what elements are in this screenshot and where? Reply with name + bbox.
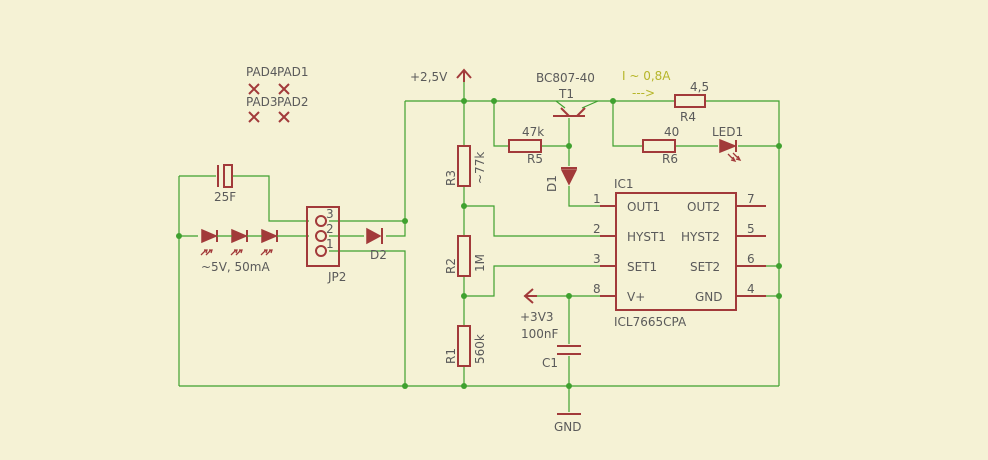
ic-pin-5-num: 5 — [747, 222, 755, 236]
ic-pin-hyst2: HYST2 — [681, 230, 720, 244]
ic-ref: IC1 — [614, 177, 634, 191]
resistor-r2-value: 1M — [473, 254, 487, 272]
pad-label-pad1: PAD1 — [277, 65, 309, 79]
current-arrow-note: ---> — [632, 86, 655, 100]
wires — [178, 78, 780, 412]
resistor-r4-ref: R4 — [680, 110, 696, 124]
pad-label-pad2: PAD2 — [277, 95, 309, 109]
current-note: I ~ 0,8A — [622, 69, 671, 83]
led-string-label: ~5V, 50mA — [201, 260, 270, 274]
ground-label: GND — [554, 420, 582, 434]
ic-pin-6-num: 6 — [747, 252, 755, 266]
led-string-led-2 — [230, 228, 248, 256]
supply-3v3-label: +3V3 — [520, 310, 554, 324]
diode-d1[interactable]: D1 — [545, 167, 578, 192]
led-led1-ref: LED1 — [712, 125, 743, 139]
resistor-r3-ref: R3 — [444, 170, 458, 186]
resistor-r6[interactable]: 40 R6 — [642, 125, 679, 166]
resistor-r5-value: 47k — [522, 125, 544, 139]
pad-label-pad4: PAD4 — [246, 65, 278, 79]
ic-pin-3-num: 3 — [593, 252, 601, 266]
connector-ref: JP2 — [327, 270, 346, 284]
diode-d1-ref: D1 — [545, 175, 559, 192]
resistor-r4[interactable]: 4,5 R4 — [674, 80, 709, 124]
pad4-marker[interactable] — [248, 83, 260, 95]
resistor-r6-value: 40 — [664, 125, 679, 139]
led-string-led-3 — [260, 228, 278, 256]
ic-part: ICL7665CPA — [614, 315, 687, 329]
supply-plus-2v5[interactable]: +2,5V — [410, 68, 472, 84]
resistor-r3[interactable]: R3 ~77k — [444, 145, 487, 187]
pad1-marker[interactable] — [278, 83, 290, 95]
junctions — [176, 98, 782, 389]
resistor-r5[interactable]: 47k R5 — [508, 125, 544, 166]
pad-label-pad3: PAD3 — [246, 95, 278, 109]
resistor-r1-ref: R1 — [444, 348, 458, 364]
capacitor-25f-value: 25F — [214, 190, 236, 204]
ic-pin-hyst1: HYST1 — [627, 230, 666, 244]
transistor-t1[interactable]: BC807-40 T1 — [536, 71, 595, 117]
ic-pin-4-num: 4 — [747, 282, 755, 296]
ic-pin-out1: OUT1 — [627, 200, 660, 214]
capacitor-c1-ref: C1 — [542, 356, 558, 370]
ic-pin-set1: SET1 — [627, 260, 657, 274]
capacitor-c1[interactable]: 100nF C1 — [521, 327, 581, 370]
resistor-r3-value: ~77k — [473, 152, 487, 184]
connector-pin-3: 3 — [326, 207, 334, 221]
transistor-t1-ref: T1 — [558, 87, 574, 101]
led-string-led-1 — [200, 228, 218, 256]
resistor-r1-value: 560k — [473, 334, 487, 364]
capacitor-25f[interactable]: 25F — [214, 164, 236, 204]
ic-pin-1-num: 1 — [593, 192, 601, 206]
ic-pin-set2: SET2 — [690, 260, 720, 274]
capacitor-c1-value: 100nF — [521, 327, 559, 341]
ic-pin-2-num: 2 — [593, 222, 601, 236]
resistor-r4-value: 4,5 — [690, 80, 709, 94]
transistor-t1-value: BC807-40 — [536, 71, 595, 85]
resistor-r6-ref: R6 — [662, 152, 678, 166]
pad2-marker[interactable] — [278, 111, 290, 123]
led-string[interactable]: ~5V, 50mA — [200, 228, 282, 274]
connector-pin-1: 1 — [326, 237, 334, 251]
resistor-r1[interactable]: R1 560k — [444, 325, 487, 367]
ic-pin-vplus: V+ — [627, 290, 645, 304]
ic-pin-8-num: 8 — [593, 282, 601, 296]
connector-pin-2: 2 — [326, 222, 334, 236]
resistor-r2-ref: R2 — [444, 258, 458, 274]
ground-symbol[interactable]: GND — [554, 413, 582, 434]
resistor-r5-ref: R5 — [527, 152, 543, 166]
supply-3v3[interactable]: +3V3 — [520, 288, 554, 324]
pads: PAD4 PAD1 PAD3 PAD2 — [246, 65, 309, 123]
connector-jp2[interactable]: 3 2 1 JP2 — [306, 206, 346, 284]
resistor-r2[interactable]: R2 1M — [444, 235, 487, 277]
supply-plus-2v5-label: +2,5V — [410, 70, 448, 84]
led-led1[interactable]: LED1 — [712, 125, 743, 162]
ic-pin-7-num: 7 — [747, 192, 755, 206]
pad3-marker[interactable] — [248, 111, 260, 123]
ic-pin-out2: OUT2 — [687, 200, 720, 214]
ic-icl7665[interactable]: IC1 ICL7665CPA 1 OUT1 2 HYST1 3 SET1 8 V… — [593, 177, 766, 329]
diode-d2-ref: D2 — [370, 248, 387, 262]
diode-d2[interactable]: D2 — [366, 227, 387, 262]
ic-pin-gnd: GND — [695, 290, 723, 304]
